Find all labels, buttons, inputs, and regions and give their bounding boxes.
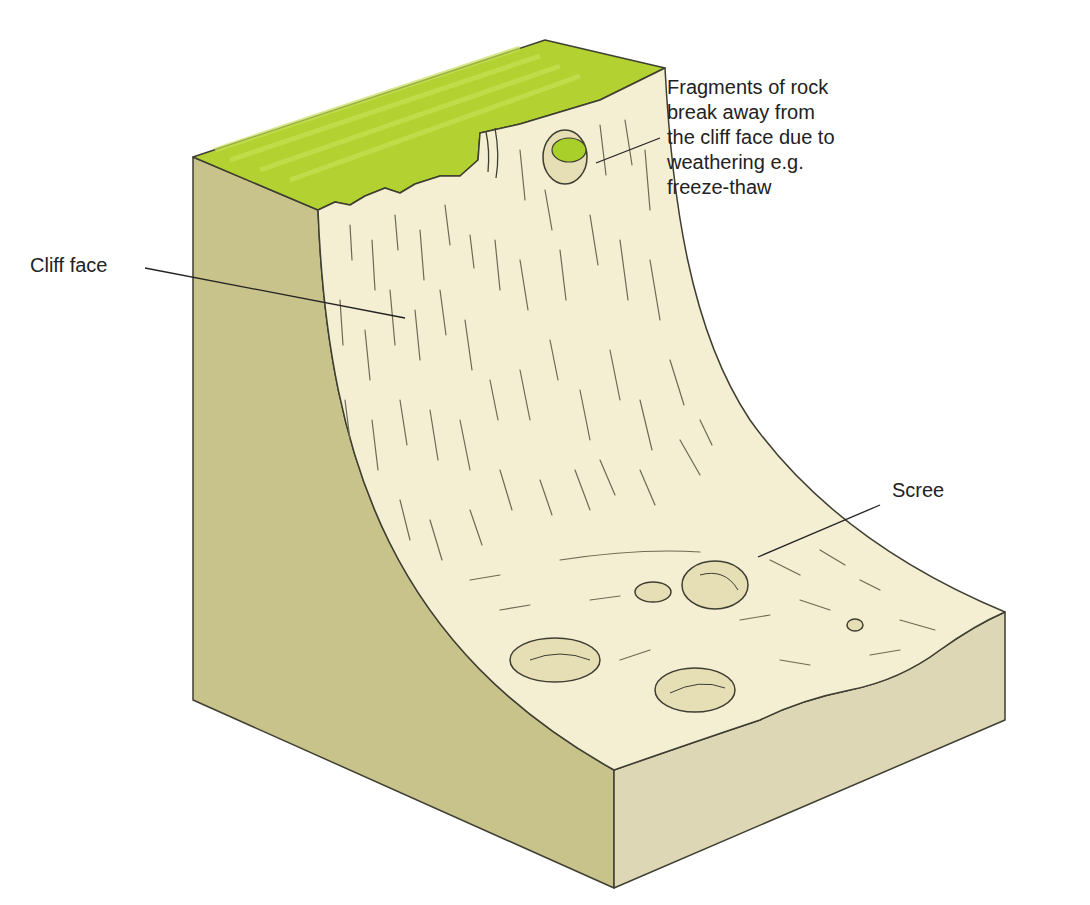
callout-label: Fragments of rock break away from the cl… bbox=[667, 75, 842, 200]
leader-line bbox=[145, 268, 405, 318]
cliff-face-surface bbox=[318, 68, 1005, 770]
leader-lines bbox=[145, 138, 880, 557]
scree-rocks bbox=[510, 561, 863, 712]
leader-line bbox=[596, 138, 660, 163]
rock-fragment-hollow bbox=[543, 130, 587, 184]
rock-fragment-top bbox=[552, 138, 586, 162]
callout-label: Cliff face bbox=[30, 253, 107, 278]
scree-rock-shade bbox=[700, 573, 738, 590]
cliff-crack bbox=[486, 128, 498, 178]
scree-rock bbox=[847, 619, 863, 631]
scree-rock bbox=[510, 638, 600, 682]
scree-rock-shade bbox=[670, 684, 725, 693]
leader-line bbox=[758, 505, 880, 557]
scree-rock bbox=[682, 561, 748, 609]
rock-texture-marks bbox=[340, 120, 935, 665]
scree-rock bbox=[655, 668, 735, 712]
scree-rock bbox=[635, 582, 671, 602]
scree-rock-shade bbox=[530, 654, 590, 660]
callout-label: Scree bbox=[892, 478, 944, 503]
